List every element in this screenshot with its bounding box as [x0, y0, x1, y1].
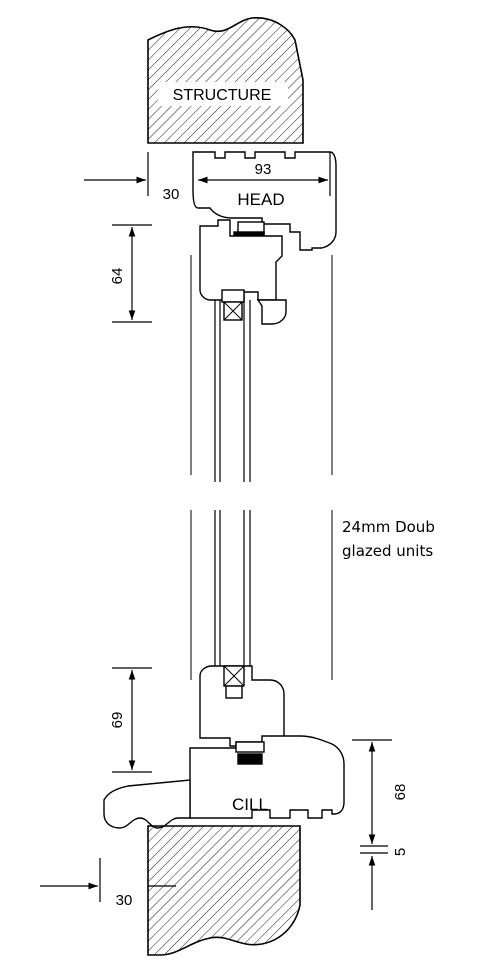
dim-head-height	[112, 224, 152, 323]
cill-frame	[189, 735, 345, 819]
dim-cill-step-label: 5	[392, 848, 409, 856]
dim-cill-depth-label: 68	[392, 784, 409, 801]
glazing-note-line2: glazed units	[342, 542, 433, 560]
cill-label: CILL	[232, 795, 268, 814]
structure-label: STRUCTURE	[173, 87, 272, 104]
head-label: HEAD	[237, 190, 284, 209]
cill-nose	[103, 779, 191, 829]
head-spacer-top	[221, 289, 245, 303]
cill-spacer-bottom	[225, 685, 243, 699]
head-bead	[256, 299, 287, 325]
dim-cill-height-label: 69	[109, 712, 126, 729]
glazing-unit	[214, 300, 251, 668]
cill-profile	[103, 665, 345, 829]
cill-gasket	[235, 741, 265, 753]
dim-cill-offset-label: 30	[116, 892, 133, 909]
glazing-note: 24mm Doub glazed units	[342, 518, 435, 560]
frame-lines	[190, 255, 333, 680]
structure-bottom-block	[147, 825, 301, 956]
glazing-note-line1: 24mm Doub	[342, 518, 435, 536]
dim-cill-depth	[352, 739, 392, 910]
dim-head-height-label: 64	[109, 268, 126, 285]
structure-top: STRUCTURE	[147, 17, 304, 144]
head-frame	[192, 151, 337, 251]
structure-bottom	[147, 825, 301, 956]
structure-label-bg	[158, 82, 288, 106]
dim-head-offset-label: 30	[163, 186, 180, 203]
cill-seal	[237, 753, 263, 765]
dim-cill-offset	[40, 858, 176, 902]
dim-head-depth-label: 93	[255, 161, 272, 178]
dim-cill-height	[112, 667, 152, 773]
dim-head-depth	[147, 152, 331, 196]
head-profile	[192, 151, 337, 325]
structure-top-block	[147, 17, 304, 144]
